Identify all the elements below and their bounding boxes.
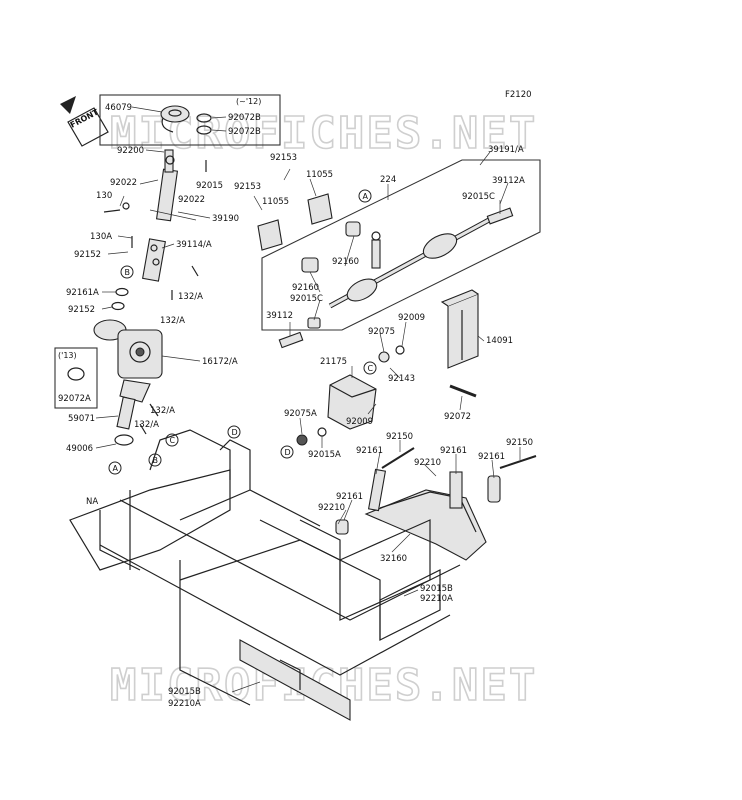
callout-b-1: B bbox=[125, 268, 131, 277]
part-label-11055-a: 11055 bbox=[306, 170, 333, 180]
circlip-icon bbox=[196, 113, 212, 135]
callout-c-1: C bbox=[170, 436, 176, 445]
part-label-32160: 32160 bbox=[380, 554, 407, 564]
part-label-92143: 92143 bbox=[388, 374, 415, 384]
part-label-92075a: 92075A bbox=[284, 409, 317, 419]
part-label-92152-b: 92152 bbox=[68, 305, 95, 315]
part-label-92009-b: 92009 bbox=[346, 417, 373, 427]
grommet-icon bbox=[296, 345, 405, 446]
part-label-132a-a: 132/A bbox=[178, 292, 203, 302]
callout-d-2: D bbox=[285, 448, 291, 457]
inset-box-2012 bbox=[99, 94, 281, 146]
part-label-46079: 46079 bbox=[105, 103, 132, 113]
part-label-92072b-1: 92072B bbox=[228, 113, 261, 123]
part-label-39114a: 39114/A bbox=[176, 240, 212, 250]
leader-lines bbox=[95, 106, 521, 693]
part-label-92210-a: 92210 bbox=[414, 458, 441, 468]
part-label-132a-b: 132/A bbox=[160, 316, 185, 326]
part-label-39190: 39190 bbox=[212, 214, 239, 224]
part-label-92161-d: 92161 bbox=[336, 492, 363, 502]
inset-label-side: ('13) bbox=[58, 351, 77, 360]
part-label-92015b-b: 92015B bbox=[168, 687, 201, 697]
part-label-92200: 92200 bbox=[117, 146, 144, 156]
lower-joint-icon bbox=[114, 396, 136, 446]
steering-cover-icon bbox=[160, 105, 190, 133]
part-label-92160-b: 92160 bbox=[292, 283, 319, 293]
part-label-92161-c: 92161 bbox=[478, 452, 505, 462]
part-label-130: 130 bbox=[96, 191, 112, 201]
part-label-92210a-b: 92210A bbox=[168, 699, 201, 709]
tie-rod-end-icon bbox=[278, 207, 514, 349]
part-label-132a-c: 132/A bbox=[150, 406, 175, 416]
rack-bracket-icon bbox=[257, 193, 361, 329]
part-label-92161a: 92161A bbox=[66, 288, 99, 298]
suspension-arm-icon bbox=[335, 468, 501, 561]
part-label-92161-a: 92161 bbox=[356, 446, 383, 456]
steering-shaft-icon bbox=[149, 149, 197, 222]
part-label-39112: 39112 bbox=[266, 311, 293, 321]
part-label-92072: 92072 bbox=[444, 412, 471, 422]
part-label-92072b-2: 92072B bbox=[228, 127, 261, 137]
vehicle-frame-icon bbox=[69, 429, 461, 721]
cable-tie-icon bbox=[449, 384, 477, 398]
callout-a-2: A bbox=[363, 192, 369, 201]
part-label-92210a-a: 92210A bbox=[420, 594, 453, 604]
part-label-92160-a: 92160 bbox=[332, 257, 359, 267]
frame-label: NA bbox=[86, 497, 98, 507]
long-bolt-icon bbox=[381, 447, 537, 469]
steering-rack-icon bbox=[328, 211, 502, 309]
washer-icon bbox=[111, 202, 130, 311]
callout-a-1: A bbox=[113, 464, 119, 473]
part-label-92150-a: 92150 bbox=[386, 432, 413, 442]
part-label-21175: 21175 bbox=[320, 357, 347, 367]
part-label-92153-b: 92153 bbox=[234, 182, 261, 192]
part-label-92161-b: 92161 bbox=[440, 446, 467, 456]
part-label-92152-a: 92152 bbox=[74, 250, 101, 260]
part-label-92072a: 92072A bbox=[58, 394, 91, 404]
part-label-11055-b: 11055 bbox=[262, 197, 289, 207]
part-label-59071: 59071 bbox=[68, 414, 95, 424]
part-label-92015a: 92015A bbox=[308, 450, 341, 460]
inset-label-top: (~'12) bbox=[236, 97, 261, 106]
steering-rack-frame bbox=[261, 159, 541, 331]
part-label-39112a: 39112A bbox=[492, 176, 525, 186]
sensor-box-icon bbox=[440, 289, 479, 369]
part-label-16172a: 16172/A bbox=[202, 357, 238, 367]
part-label-14091: 14091 bbox=[486, 336, 513, 346]
part-label-224: 224 bbox=[380, 175, 396, 185]
part-label-92022-b: 92022 bbox=[178, 195, 205, 205]
callout-c-2: C bbox=[368, 364, 374, 373]
universal-joint-icon bbox=[142, 238, 166, 282]
part-label-92075: 92075 bbox=[368, 327, 395, 337]
part-label-92015c-a: 92015C bbox=[462, 192, 495, 202]
part-label-49006: 49006 bbox=[66, 444, 93, 454]
power-steering-unit-icon bbox=[93, 319, 163, 403]
part-label-92009-a: 92009 bbox=[398, 313, 425, 323]
part-label-130a: 130A bbox=[90, 232, 112, 242]
part-label-92153-a: 92153 bbox=[270, 153, 297, 163]
part-label-39191a: 39191/A bbox=[488, 145, 524, 155]
part-label-92150-b: 92150 bbox=[506, 438, 533, 448]
figure-code: F2120 bbox=[505, 90, 532, 100]
front-arrow-icon: FRONT bbox=[60, 96, 109, 147]
snap-ring-icon bbox=[67, 367, 85, 381]
controller-unit-icon bbox=[327, 374, 377, 430]
callout-d-1: D bbox=[232, 428, 238, 437]
part-label-92015c-b: 92015C bbox=[290, 294, 323, 304]
part-label-92022-a: 92022 bbox=[110, 178, 137, 188]
part-label-132a-d: 132/A bbox=[134, 420, 159, 430]
callout-b-2: B bbox=[153, 456, 159, 465]
part-label-92015-a: 92015 bbox=[196, 181, 223, 191]
inset-box-2013 bbox=[54, 347, 98, 409]
part-label-92015b-a: 92015B bbox=[420, 584, 453, 594]
part-label-92210-b: 92210 bbox=[318, 503, 345, 513]
